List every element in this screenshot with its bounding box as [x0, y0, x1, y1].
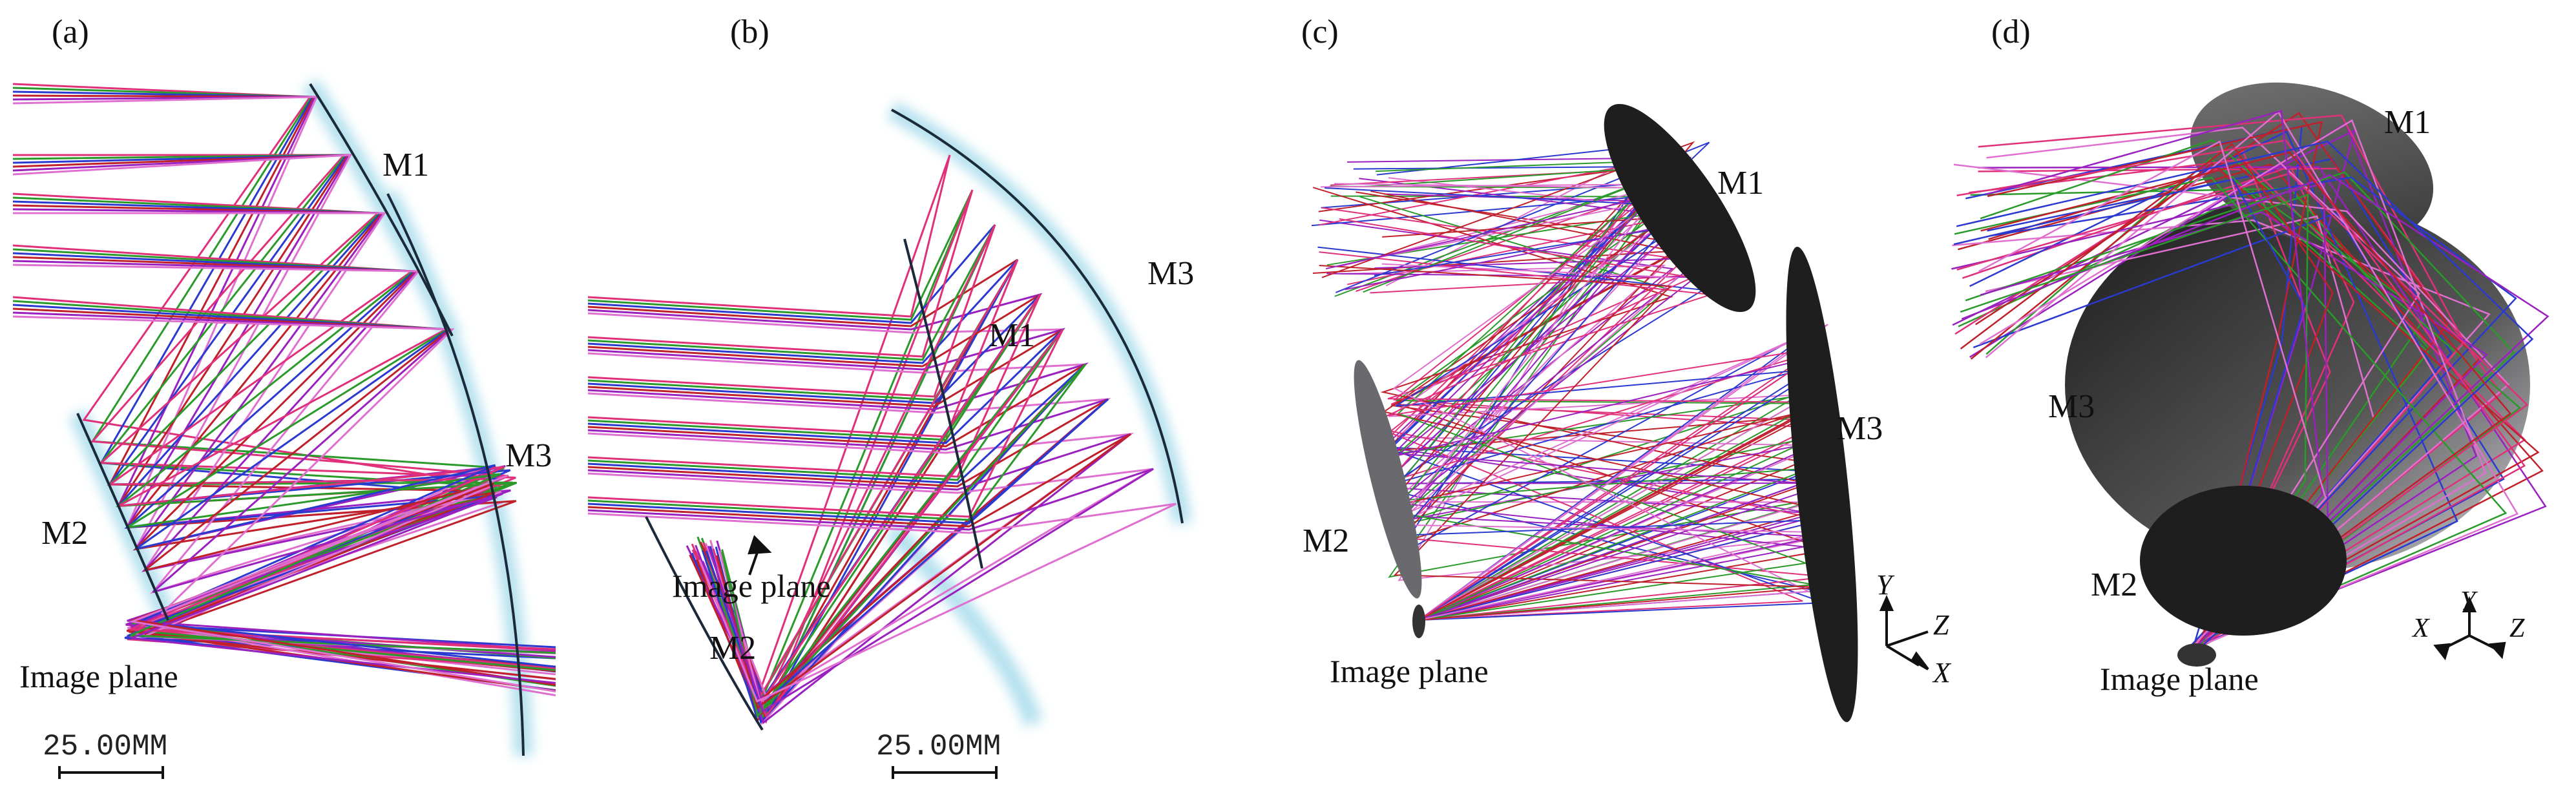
- ray-b: [587, 329, 1064, 718]
- panel-c-tag: (c): [1301, 14, 1339, 50]
- ray-b: [587, 398, 1109, 709]
- ray-d: [1980, 151, 2512, 647]
- panel-d-label-m3: M3: [2048, 388, 2095, 425]
- ray-c: [1327, 211, 1816, 621]
- panel-d: (d) M1 M3 M2 Image plane Y X Z: [1951, 14, 2550, 697]
- ray-d: [1980, 139, 2522, 647]
- ray-c: [1387, 177, 1812, 621]
- panel-b-mirrors: [645, 109, 1184, 731]
- panel-d-tag: (d): [1991, 14, 2031, 50]
- panel-a-label-m2: M2: [41, 515, 88, 552]
- ray-c: [1339, 180, 1819, 621]
- panel-c-rays: [1311, 141, 1828, 621]
- panel-a-scale-bar: [58, 766, 164, 779]
- panel-c: (c) M1 M3 M2 Image plane Y Z X: [1301, 14, 1952, 722]
- ray-b: [587, 189, 974, 724]
- ray-c: [1374, 257, 1804, 621]
- ray-d: [1986, 127, 2420, 647]
- ray-d: [1954, 176, 2508, 647]
- ray-c: [1321, 183, 1811, 621]
- panel-b-m1-mirror: [903, 238, 983, 569]
- panel-b-scale-label: 25.00MM: [876, 730, 1001, 763]
- panel-c-axis-y: Y: [1876, 569, 1895, 601]
- panel-d-label-m2: M2: [2091, 566, 2137, 603]
- ray-c: [1319, 264, 1821, 621]
- ray-d: [1970, 162, 2540, 647]
- panel-a-m3-mirror: [386, 193, 525, 756]
- panel-a: (a) M1 M3 M2 Image plane 25.00MM: [12, 14, 556, 779]
- ray-b: [587, 503, 1177, 703]
- panel-a-mirrors: [76, 83, 525, 756]
- panel-c-image-plane-element: [1412, 605, 1425, 638]
- ray-d: [1978, 166, 2547, 647]
- panel-c-m3-mirror: [1786, 247, 1858, 722]
- panel-b-label-m2: M2: [709, 630, 756, 667]
- ray-d: [1960, 143, 2334, 647]
- panel-d-axis-z: Z: [2509, 614, 2525, 643]
- ray-c: [1318, 155, 1803, 621]
- panel-b-label-image-plane: Image plane: [672, 568, 831, 604]
- panel-c-axis-x: X: [1932, 657, 1952, 689]
- panel-a-m2-mirror: [76, 413, 169, 621]
- ray-d: [1961, 174, 2550, 647]
- panel-d-label-m1: M1: [2384, 104, 2431, 141]
- ray-d: [1953, 178, 2305, 647]
- panel-d-axis-triad: [2433, 596, 2506, 661]
- panel-b-m3-mirror: [891, 109, 1184, 524]
- panel-c-label-m3: M3: [1836, 410, 1883, 447]
- ray-a: [12, 315, 556, 692]
- panel-c-label-image-plane: Image plane: [1330, 653, 1489, 689]
- panel-b-label-m1: M1: [989, 317, 1035, 354]
- panel-d-label-image-plane: Image plane: [2100, 661, 2259, 697]
- panel-a-label-m3: M3: [505, 437, 552, 474]
- panel-b-label-m3: M3: [1147, 255, 1194, 292]
- panel-a-label-image-plane: Image plane: [19, 658, 178, 694]
- ray-c: [1374, 224, 1822, 621]
- panel-c-axis-z: Z: [1933, 609, 1949, 641]
- ray-d: [1956, 139, 2526, 647]
- ray-d: [1956, 172, 2529, 647]
- panel-a-tag: (a): [52, 14, 89, 50]
- panel-a-label-m1: M1: [382, 147, 429, 183]
- ray-a: [12, 87, 556, 669]
- panel-c-label-m2: M2: [1303, 523, 1349, 559]
- panel-b-scale-bar: [892, 766, 998, 779]
- ray-d: [1985, 110, 2519, 647]
- panel-d-m2-mirror: [2140, 486, 2347, 636]
- panel-c-label-m1: M1: [1717, 165, 1764, 202]
- panel-b-tag: (b): [730, 14, 770, 50]
- ray-d: [1965, 171, 2515, 647]
- panel-b-m2-mirror: [645, 516, 764, 731]
- panel-c-m1-mirror: [1604, 103, 1756, 313]
- ray-c: [1312, 250, 1828, 621]
- ray-d: [1989, 176, 2517, 647]
- panel-b: (b) M3 M1 Image plane M2 25.00MM: [587, 14, 1194, 779]
- panel-b-image-plane-arrow: [748, 535, 772, 576]
- ray-d: [1975, 112, 2449, 647]
- panel-c-m2-mirror: [1354, 360, 1422, 599]
- panel-d-image-plane-element: [2177, 643, 2216, 667]
- panel-a-scale-label: 25.00MM: [43, 730, 167, 763]
- panel-c-axis-triad: [1879, 595, 1929, 670]
- panel-a-rays: [12, 83, 556, 696]
- panel-d-axis-x: X: [2411, 614, 2431, 643]
- ray-b: [587, 468, 1154, 713]
- panel-d-axis-y: Y: [2460, 586, 2478, 616]
- panel-b-rays: [587, 154, 1177, 725]
- ray-d: [1980, 211, 2488, 647]
